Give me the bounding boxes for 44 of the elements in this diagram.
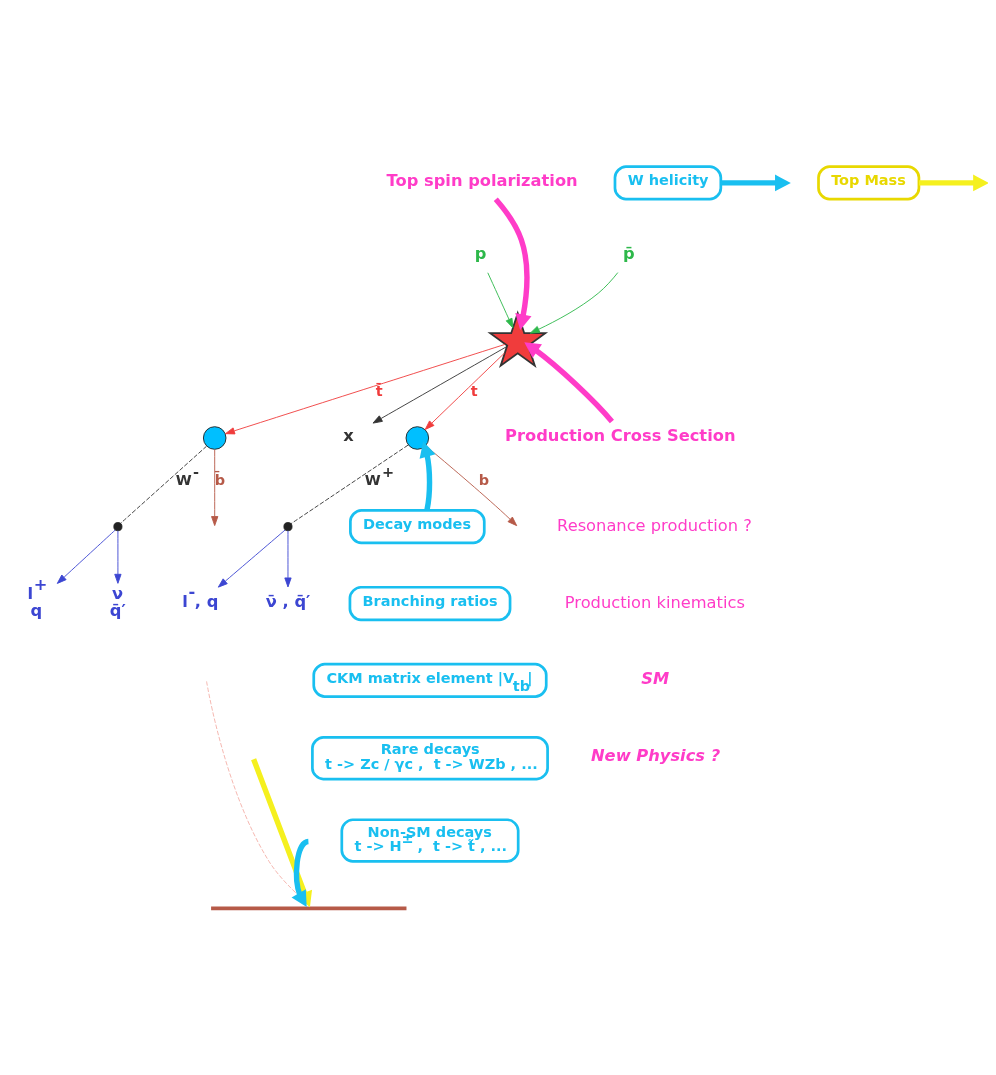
arrow	[251, 758, 313, 908]
arrow	[419, 441, 436, 511]
arrow	[919, 174, 988, 192]
arrow	[56, 529, 116, 584]
arrow	[284, 530, 292, 588]
arrow	[225, 343, 506, 435]
node-text: ν q̄′	[109, 584, 126, 620]
edge-label: b	[478, 471, 490, 488]
arrow	[419, 441, 518, 527]
node-text: x	[343, 426, 354, 446]
node-text: p̄	[623, 244, 635, 264]
arrow	[217, 529, 286, 588]
node-text: p	[474, 244, 487, 264]
arrow	[114, 530, 122, 584]
edge-label: t	[470, 383, 478, 400]
arrow	[720, 174, 791, 192]
label: SM	[641, 668, 670, 688]
node-text: Top spin polarization	[386, 170, 578, 190]
node-text: ν̄ , q̄′	[265, 591, 311, 611]
node-circle	[405, 426, 430, 450]
label: Production kinematics	[564, 592, 745, 612]
node-box: Top Mass	[817, 165, 921, 201]
node-line	[211, 906, 407, 911]
edge-label: b̄	[214, 471, 226, 488]
arrow	[493, 197, 532, 331]
label: New Physics ?	[591, 746, 721, 766]
arrow	[487, 272, 514, 329]
arrow	[424, 352, 506, 430]
arrow	[529, 272, 619, 334]
node-box: Branching ratios	[348, 585, 512, 622]
node-circle	[202, 426, 227, 450]
node-box: W helicity	[613, 165, 723, 201]
edge-label: t̄	[375, 383, 383, 400]
arrow	[524, 342, 614, 424]
arrow	[372, 346, 508, 424]
connector	[120, 445, 207, 524]
node-box: Decay modes	[349, 509, 486, 545]
node-circle	[283, 522, 293, 532]
label: Resonance production ?	[557, 515, 752, 535]
arrow	[211, 449, 219, 527]
node-text: Production Cross Section	[505, 426, 736, 446]
connector	[290, 444, 409, 525]
node-circle	[113, 522, 123, 532]
node-box: Rare decays t -> Zc / γc , t -> WZb , ...	[311, 736, 549, 781]
